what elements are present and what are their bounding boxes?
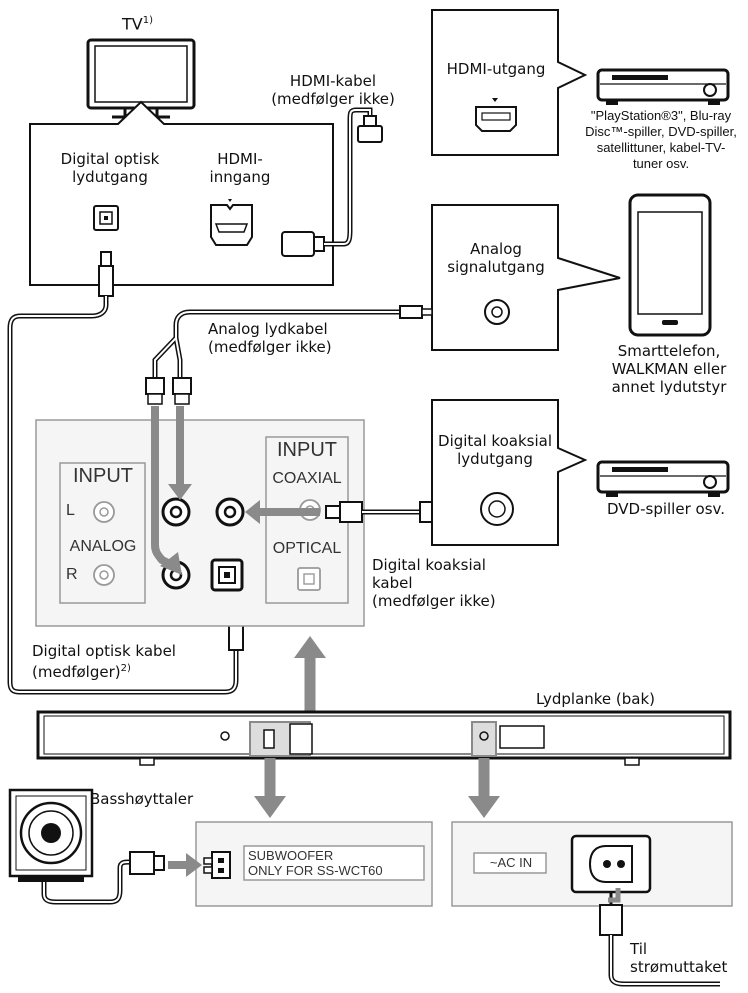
panel-optical: OPTICAL (272, 540, 342, 557)
analog-jack-icon (484, 299, 510, 325)
tv-label: TV1) (122, 12, 153, 33)
dvd-player-icon (596, 460, 730, 497)
hdmi-out-box (431, 9, 588, 156)
subwoofer-speaker-icon (8, 788, 94, 882)
dvd-player-label: DVD-spiller osv. (607, 500, 725, 518)
highlighted-jacks-icon (161, 497, 245, 592)
phone-devices-label: Smarttelefon, WALKMAN eller annet lyduts… (611, 342, 727, 396)
hdmi-cable-label: HDMI-kabel (medfølger ikke) (271, 72, 395, 108)
hdmi-cable (281, 107, 383, 257)
ac-in-text: ~AC IN (489, 855, 533, 870)
coax-arrow-icon (245, 500, 320, 524)
hdmi-out-label: HDMI-utgang (446, 60, 546, 78)
analog-out-box (431, 204, 621, 351)
ac-in-text-box (473, 852, 547, 874)
ac-inlet-icon (570, 834, 652, 894)
subwoofer-panel-text: SUBWOOFER ONLY FOR SS-WCT60 (248, 848, 383, 878)
subwoofer-cable (41, 851, 165, 905)
soundbar-icon (36, 710, 732, 766)
player-devices-label: "PlayStation®3", Blu-ray Disc™-spiller, … (585, 108, 737, 171)
tv-panel-box (29, 100, 334, 286)
subwoofer-arrow-icon (168, 853, 202, 877)
coax-out-jack-icon (480, 492, 514, 526)
optical-port-icon (93, 205, 119, 231)
hdmi-out-port-icon (475, 98, 517, 132)
panel-analog: ANALOG (69, 538, 137, 555)
analog-audio-cable (145, 305, 433, 405)
coax-out-label: Digital koaksial lydutgang (438, 432, 552, 468)
panel-coaxial: COAXIAL (272, 470, 342, 487)
power-cord (599, 888, 720, 987)
smartphone-icon (628, 193, 712, 337)
rear-panel-box (35, 419, 365, 627)
bluray-player-icon (596, 68, 730, 105)
panel-l: L (66, 502, 75, 519)
subwoofer-text-box (243, 845, 425, 881)
analog-cable-label: Analog lydkabel (medfølger ikke) (208, 320, 332, 356)
input-analog-group (59, 462, 146, 604)
analog-arrows-icon (151, 406, 192, 575)
panel-input-right: INPUT (277, 439, 337, 461)
coax-out-box (431, 399, 588, 546)
optical-cable-label: Digital optisk kabel (medfølger)2) (32, 642, 232, 681)
down-arrows-icon (254, 758, 500, 818)
optical-cable-text: Digital optisk kabel (medfølger) (32, 642, 176, 681)
tv-footnote: 1) (142, 15, 153, 26)
optical-cable-footnote: 2) (120, 663, 131, 674)
power-label: Til strømuttaket (630, 940, 728, 976)
subwoofer-port-icon (203, 851, 231, 879)
panel-r: R (66, 566, 78, 583)
tv-optical-out-label: Digital optisk lydutgang (60, 150, 160, 186)
hdmi-in-port-icon (210, 199, 253, 246)
subwoofer-label: Basshøyttaler (90, 790, 194, 808)
tv-icon (86, 38, 196, 119)
panel-analog-jacks-icon (93, 501, 115, 586)
soundbar-label: Lydplanke (bak) (536, 690, 656, 708)
analog-out-label: Analog signalutgang (447, 240, 545, 276)
tv-hdmi-in-label: HDMI- inngang (209, 150, 271, 186)
coax-cable-label: Digital koaksial kabel (medfølger ikke) (372, 556, 496, 610)
panel-input-left: INPUT (73, 465, 133, 487)
tv-label-text: TV (122, 14, 143, 34)
